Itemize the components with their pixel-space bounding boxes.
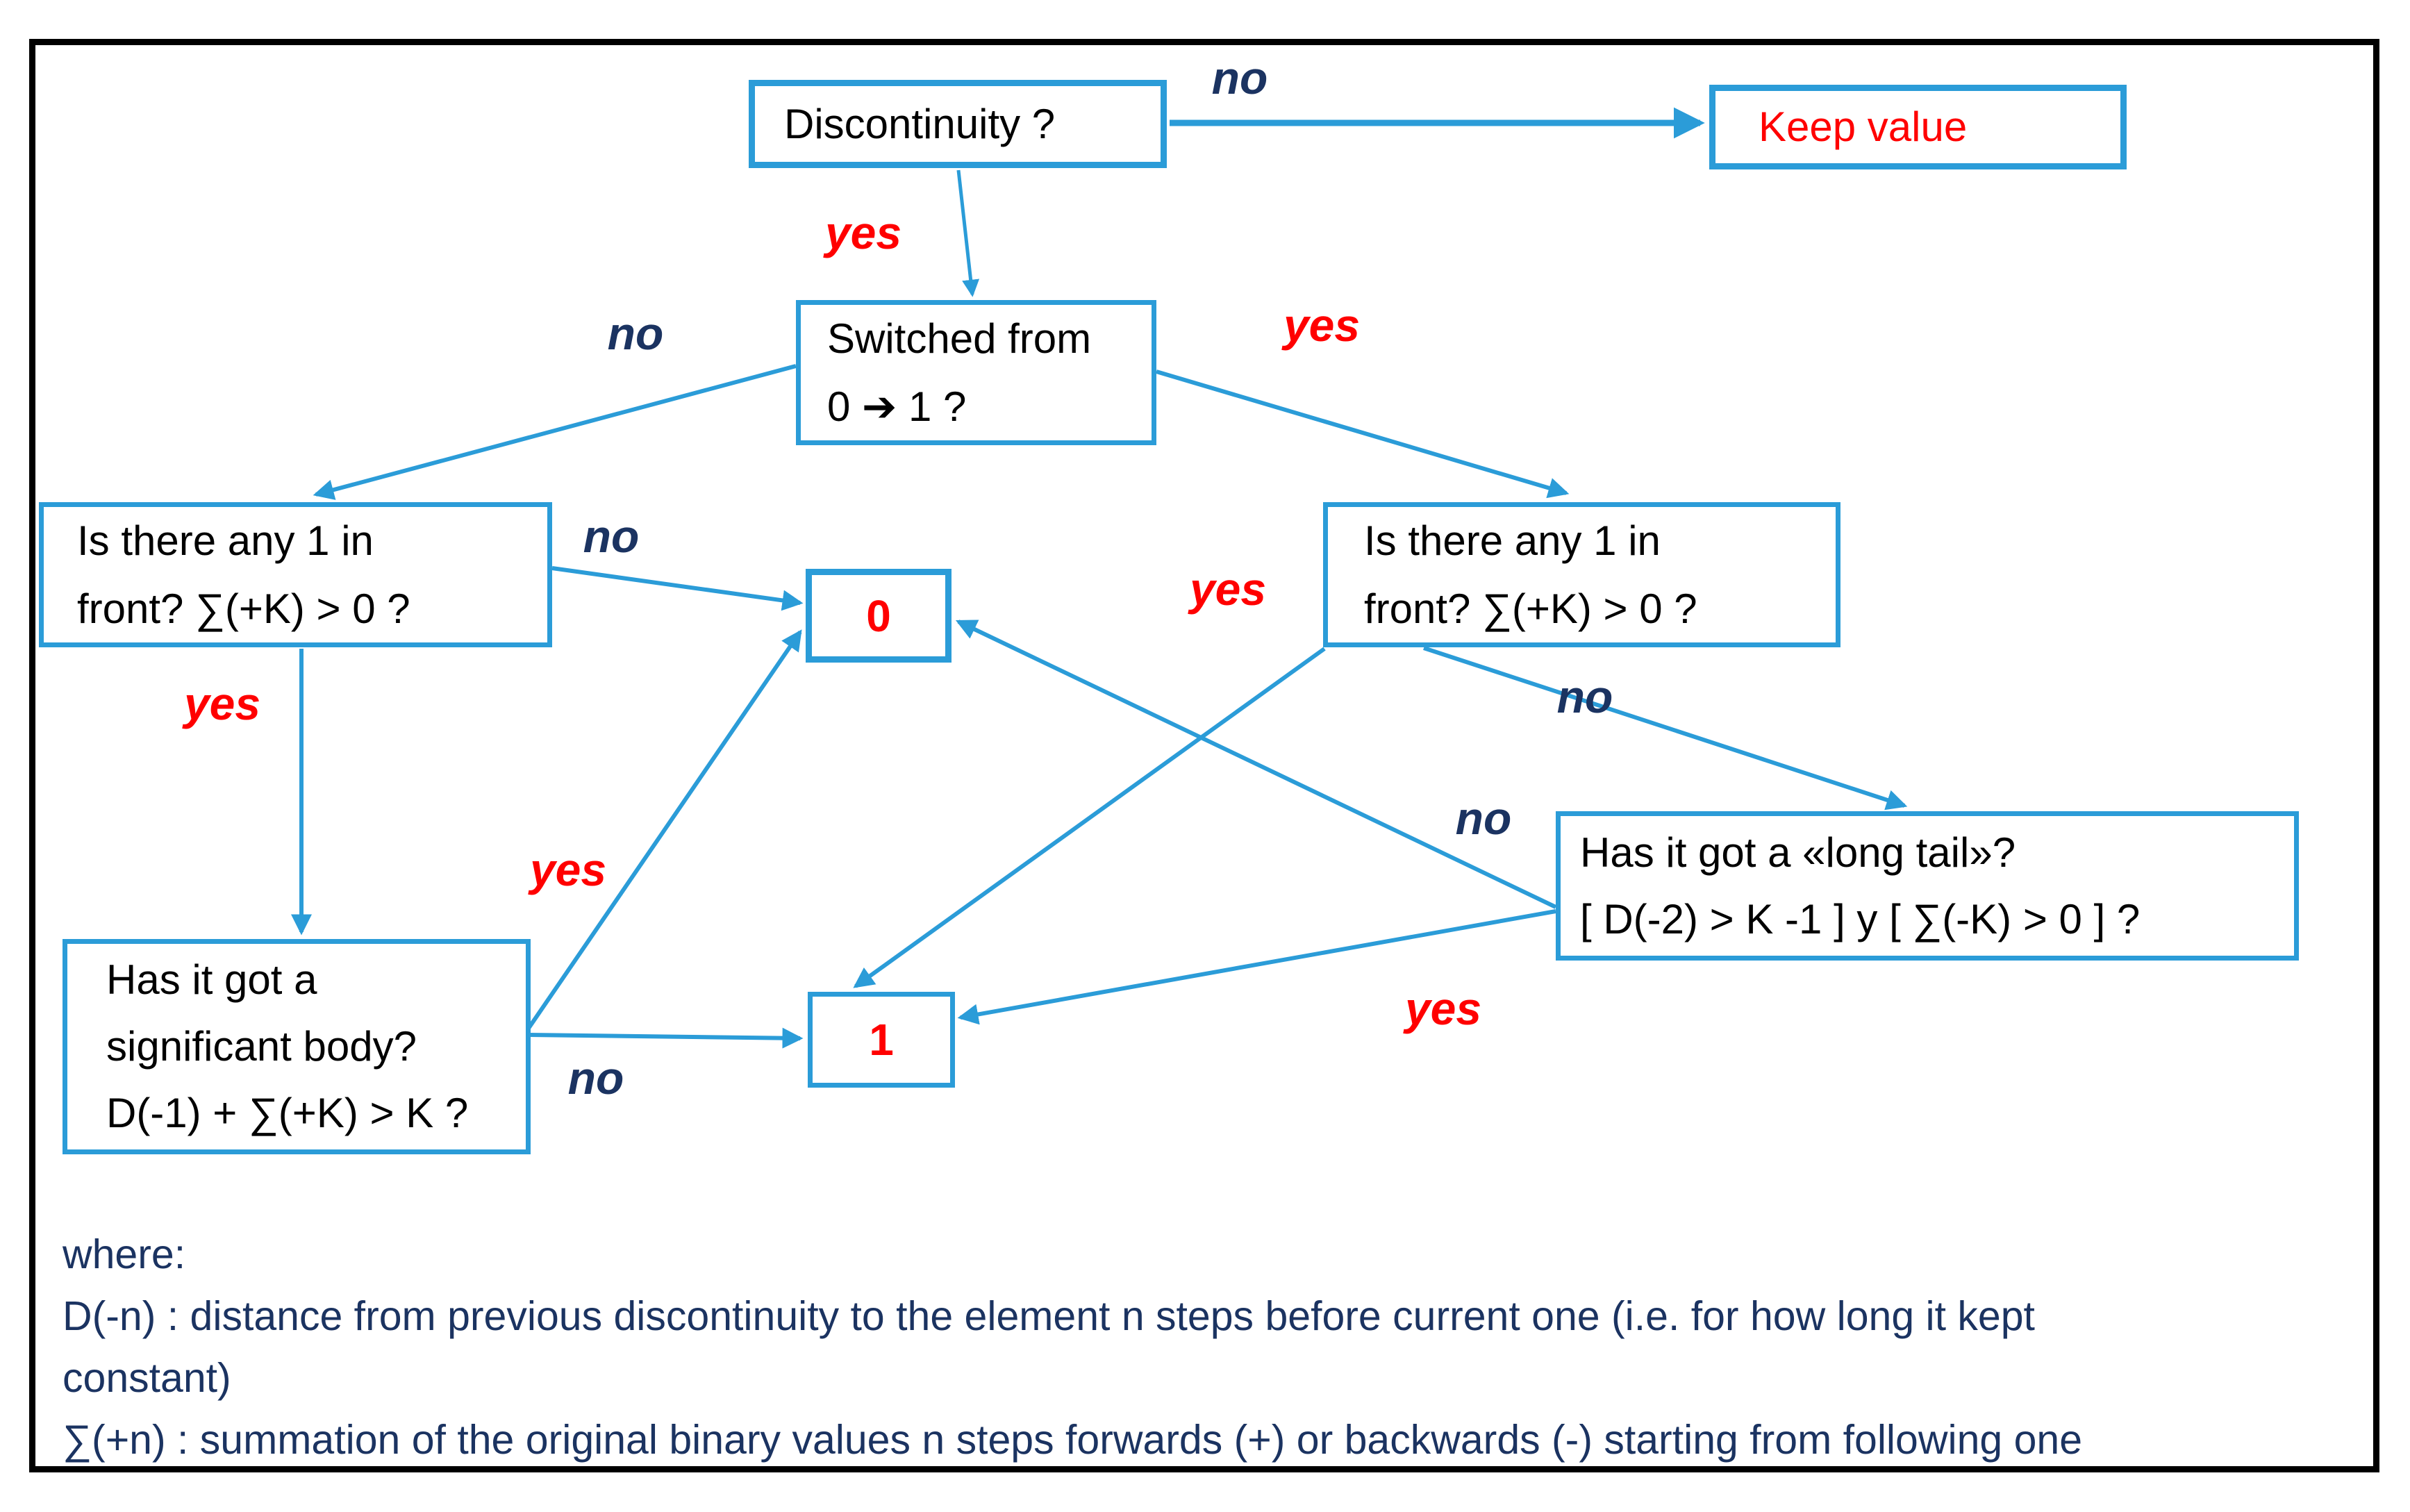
edge-label-right-one-yes: yes (1189, 563, 1267, 615)
arrow-significant-body-zero (526, 629, 802, 1031)
edge-label-tail-one-yes: yes (1404, 983, 1482, 1034)
arrow-discontinuity-switched (956, 169, 980, 297)
edge-label-discontinuity-keep-no: no (1211, 52, 1268, 103)
footnote-line-distance-def: D(-n) : distance from previous discontin… (63, 1293, 2035, 1339)
node-long-tail-line1: Has it got a «long tail»? (1580, 829, 2016, 876)
arrow-long-tail-zero (955, 620, 1557, 909)
arrow-right-any-one-long-tail (1423, 646, 1908, 811)
arrow-right-any-one-one (853, 647, 1326, 988)
footnote-line-distance-def-cont: constant) (63, 1355, 231, 1401)
arrow-switched-right-any-one (1156, 369, 1570, 499)
edge-label-switched-left-no: no (607, 308, 664, 359)
edge-label-switched-right-yes: yes (1283, 299, 1361, 351)
node-discontinuity-text: Discontinuity ? (784, 100, 1056, 147)
node-zero-text: 0 (866, 590, 891, 641)
node-result-one: 1 (808, 992, 955, 1088)
node-right-any-one-in-front: Is there any 1 in front? ∑(+K) > 0 ? (1323, 502, 1840, 647)
node-switched-line1: Switched from (827, 315, 1092, 362)
arrow-significant-body-one (529, 1027, 804, 1049)
footnote-line-where: where: (63, 1231, 186, 1277)
edge-label-body-one-no: no (567, 1052, 624, 1104)
edge-label-tail-zero-no: no (1455, 792, 1512, 844)
footnote-legend: where: D(-n) : distance from previous di… (63, 1224, 2082, 1471)
node-keep-value: Keep value (1709, 85, 2127, 169)
node-discontinuity: Discontinuity ? (749, 80, 1167, 168)
node-keep-value-text: Keep value (1759, 103, 1968, 150)
node-right-any-one-line1: Is there any 1 in (1364, 517, 1661, 564)
edge-label-left-zero-no: no (583, 510, 640, 562)
node-left-any-one-line2: front? ∑(+K) > 0 ? (77, 585, 410, 632)
node-right-any-one-line2: front? ∑(+K) > 0 ? (1364, 585, 1697, 632)
edge-label-body-zero-yes: yes (529, 844, 607, 895)
diagram-border (29, 39, 2379, 1472)
edge-label-discontinuity-switched-yes: yes (824, 207, 902, 258)
node-left-any-one-in-front: Is there any 1 in front? ∑(+K) > 0 ? (39, 502, 552, 647)
node-significant-body-line2: significant body? (106, 1023, 417, 1070)
node-long-tail-line2: [ D(-2) > K -1 ] y [ ∑(-K) > 0 ] ? (1580, 895, 2141, 942)
footnote-line-summation-def: ∑(+n) : summation of the original binary… (63, 1417, 2083, 1463)
arrow-left-any-one-zero (551, 566, 804, 611)
arrow-switched-left-any-one (313, 364, 797, 500)
node-one-text: 1 (869, 1015, 894, 1065)
node-switched-line2: 0 ➔ 1 ? (827, 383, 967, 430)
arrow-long-tail-one (957, 909, 1556, 1025)
edge-label-left-body-yes: yes (183, 678, 261, 729)
node-significant-body-line1: Has it got a (106, 956, 317, 1003)
node-significant-body: Has it got a significant body? D(-1) + ∑… (63, 939, 531, 1154)
node-long-tail: Has it got a «long tail»? [ D(-2) > K -1… (1556, 811, 2299, 961)
node-switched-from-0-to-1: Switched from 0 ➔ 1 ? (796, 300, 1156, 445)
node-significant-body-line3: D(-1) + ∑(+K) > K ? (106, 1090, 469, 1136)
node-left-any-one-line1: Is there any 1 in (77, 517, 374, 564)
node-result-zero: 0 (806, 569, 951, 663)
edge-label-right-tail-no: no (1556, 671, 1613, 722)
